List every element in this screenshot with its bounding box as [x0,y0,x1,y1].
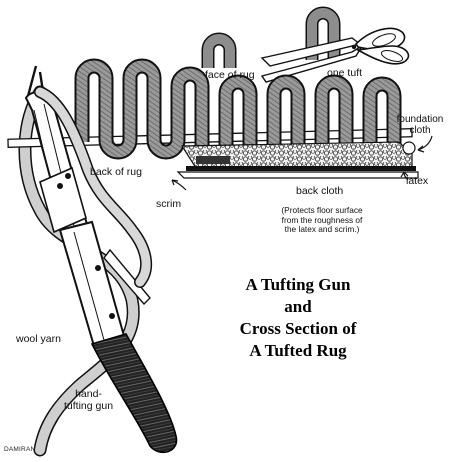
scissors [260,27,410,83]
back-cloth-note-line: from the roughness of [281,214,363,225]
label-hand-tufting-gun-line: hand- [75,388,102,400]
back-cloth-note: (Protects floor surface from the roughne… [262,205,382,235]
tufting-gun [24,65,178,454]
artist-credit: DAMIRAN [4,446,36,453]
back-cloth-note-line: the latex and scrim.) [284,224,360,235]
back-cloth-layer [176,171,419,179]
diagram-title: A Tufting Gun and Cross Section of A Tuf… [200,274,396,362]
rug-pile-loops [74,58,402,170]
wool-yarn-front [34,86,153,288]
scrim-layer [186,156,416,171]
label-hand-tufting-gun-line: tufting gun [64,399,114,412]
title-line: A Tufted Rug [249,341,347,360]
label-wool-yarn: wool yarn [16,333,61,345]
loose-tuft-left [201,32,237,68]
title-line: and [284,297,312,316]
label-latex: latex [406,175,429,187]
label-hand-tufting-gun: hand- tufting gun [64,388,114,412]
label-scrim: scrim [156,198,182,210]
label-one-tuft: one tuft [327,67,363,79]
label-back-cloth: back cloth [296,185,344,197]
title-line: Cross Section of [239,319,357,338]
back-cloth-note-line: (Protects floor surface [281,205,363,215]
title-line: A Tufting Gun [245,275,351,294]
latex-layer [180,141,416,169]
label-foundation-cloth: foundation cloth [396,114,444,136]
one-tuft [305,6,341,60]
label-face-of-rug: face of rug [205,69,255,81]
label-arrows [171,135,433,191]
wool-yarn-strand [18,85,140,457]
label-back-of-rug: back of rug [90,166,142,178]
